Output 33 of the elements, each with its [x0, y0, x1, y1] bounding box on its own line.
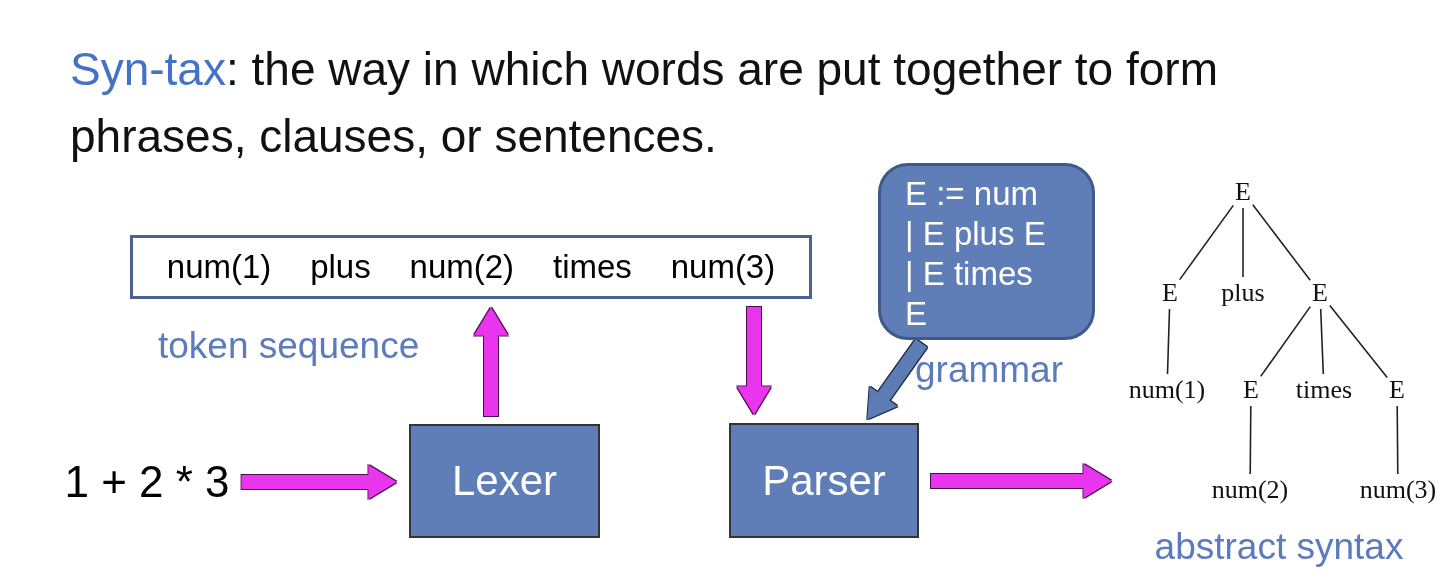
- tree-node-label: num(1): [1128, 377, 1206, 403]
- tree-node-label: times: [1295, 377, 1353, 403]
- block-arrow: [931, 464, 1112, 498]
- tree-branch-line: [1242, 207, 1244, 278]
- tree-branch-line: [1249, 405, 1252, 475]
- process-box: Parser: [729, 423, 919, 538]
- token-sequence-box: num(1) plus num(2) times num(3): [130, 235, 812, 299]
- block-arrow: [867, 339, 928, 420]
- block-arrow: [737, 307, 771, 415]
- tree-branch-line: [1329, 304, 1388, 379]
- tree-branch-line: [1178, 204, 1235, 281]
- tree-node-label: num(2): [1211, 477, 1289, 503]
- tree-node-label: E: [1162, 280, 1178, 306]
- tree-branch-line: [1319, 308, 1325, 375]
- tree-node-label: plus: [1221, 280, 1265, 306]
- tree-node-label: num(3): [1359, 477, 1437, 503]
- block-arrow: [474, 307, 508, 416]
- caption-text: grammar: [915, 349, 1064, 391]
- tree-branch-line: [1166, 308, 1171, 375]
- caption-text: abstract syntax: [1154, 526, 1404, 568]
- tree-node-label: E: [1389, 377, 1405, 403]
- callout-box: E := num | E plus E | E times E: [878, 163, 1095, 340]
- tree-branch-line: [1252, 204, 1311, 281]
- process-box: Lexer: [409, 424, 600, 538]
- title-text: Syn-tax: the way in which words are put together to form phrases, clauses, or sentences.: [70, 42, 1219, 164]
- tree-branch-line: [1259, 305, 1312, 378]
- tree-node-label: E: [1243, 377, 1259, 403]
- tree-branch-line: [1396, 405, 1399, 475]
- block-arrow: [241, 465, 397, 499]
- tree-node-label: E: [1312, 280, 1328, 306]
- tree-node-label: E: [1235, 179, 1251, 205]
- expression-text: 1 + 2 * 3: [64, 460, 230, 504]
- caption-text: token sequence: [158, 325, 420, 367]
